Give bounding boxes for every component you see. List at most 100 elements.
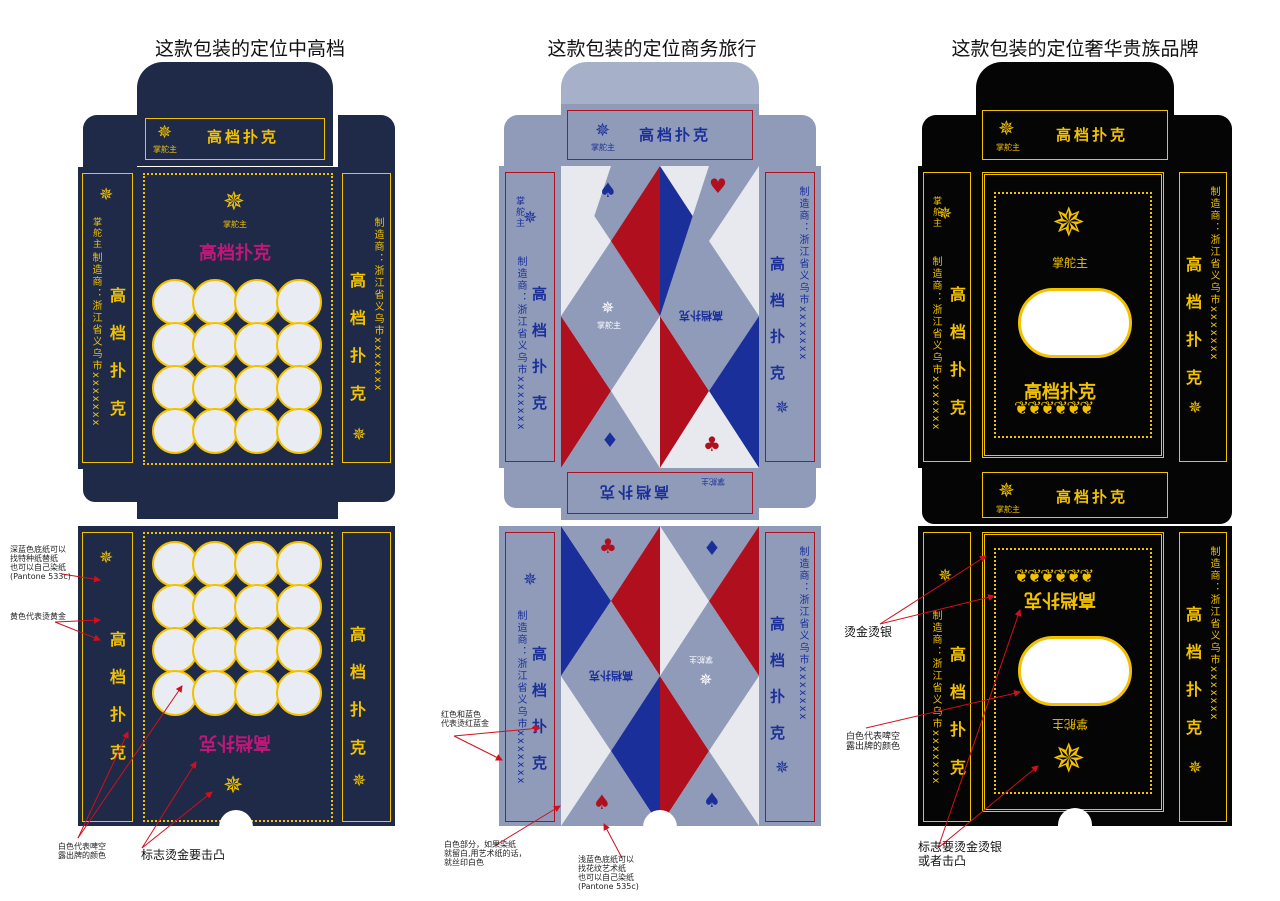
side-flap [338, 115, 395, 167]
window-cutout [1018, 288, 1132, 358]
note-gold-left: 黄色代表烫黄金 [10, 612, 66, 621]
product-name: 高档扑克 [199, 243, 271, 264]
product-name-vertical: 高 档 扑 克 [530, 646, 548, 778]
product-name-vertical: 高 档 扑 克 [107, 631, 126, 768]
product-name-vertical: 高 档 扑 克 [768, 256, 786, 388]
product-name-vertical: 高 档 扑 克 [768, 616, 786, 748]
note-foil-right: 烫金烫银 [844, 625, 893, 639]
side-flap [504, 115, 561, 167]
side-flap [1174, 115, 1232, 167]
side-flap [83, 115, 137, 167]
ship-wheel-icon: ✵ [352, 771, 367, 791]
ship-wheel-icon: ✵ [99, 185, 114, 205]
side-panel-left-back: ✵ 高 档 扑 克 制造商：浙江省义乌市xxxxxxx [918, 526, 976, 826]
front-panel: ♠ ♥ ✵ 掌舵主 高档扑克 ♦ ♣ [561, 166, 759, 468]
brand-name: 掌舵主 [597, 321, 621, 330]
product-name-vertical: 高 档 扑 克 [947, 646, 966, 783]
product-name-vertical: 高 档 扑 克 [347, 272, 366, 409]
tuck-flap-top [137, 62, 333, 112]
product-name-vertical: 高 档 扑 克 [947, 286, 966, 423]
spade-icon: ♠ [593, 790, 611, 814]
product-name-vertical: 高 档 扑 克 [1183, 256, 1202, 393]
ship-wheel-icon: ✵ [352, 425, 367, 445]
product-name: 高档扑克 [1056, 488, 1129, 506]
thumb-notch [1058, 808, 1092, 826]
harlequin-pattern [561, 526, 759, 826]
ship-wheel-icon: ✵ [1052, 200, 1086, 246]
side-flap [338, 469, 395, 502]
side-flap [83, 469, 137, 502]
diamond-icon: ♦ [601, 428, 619, 452]
note-redblue-mid: 红色和蓝色 代表烫红蓝金 [441, 710, 489, 728]
brand-name: 掌舵主 [996, 505, 1020, 514]
ship-wheel-icon: ✵ [998, 116, 1015, 140]
side-panel-right: 高 档 扑 克 制造商：浙江省义乌市xxxxxxx ✵ [338, 167, 395, 469]
note-white-right: 白色代表啤空 露出牌的颜色 [846, 732, 901, 752]
heart-icon: ♥ [709, 174, 727, 198]
side-panel-right-back: 高 档 扑 克 制造商：浙江省义乌市xxxxxxx ✵ [759, 526, 821, 826]
brand-name: 掌舵主 [1052, 256, 1089, 270]
maker-text: 制造商：浙江省义乌市xxxxxxx [372, 217, 383, 393]
spade-icon: ♠ [703, 788, 721, 812]
ship-wheel-icon: ✵ [223, 187, 245, 217]
side-panel-left: ✵ 掌舵主 高 档 扑 克 制造商：浙江省义乌市xxxxxxx [918, 166, 976, 468]
brand-name: 掌舵主 [153, 145, 177, 154]
front-panel: ✵ 掌舵主 高档扑克 ❦❦❦❦❦❦ [976, 166, 1174, 468]
side-panel-left: ✵ 掌舵主 高 档 扑 克 制造商：浙江省义乌市xxxxxxx [78, 167, 137, 469]
ship-wheel-icon: ✵ [938, 566, 953, 586]
tuck-flap-top [976, 62, 1174, 112]
club-icon: ♣ [599, 534, 617, 558]
maker-text: 制造商：浙江省义乌市xxxxxxx [930, 610, 941, 786]
maker-text: 制造商：浙江省义乌市xxxxxxx [930, 256, 941, 432]
ship-wheel-icon: ✵ [938, 204, 953, 224]
brand-name: 掌舵主 [931, 196, 941, 229]
brand-name: 掌舵主 [591, 143, 615, 152]
side-flap [922, 115, 976, 167]
side-panel-right-back: 高 档 扑 克 制造商：浙江省义乌市xxxxxxx ✵ [1174, 526, 1232, 826]
tuck-flap-top [561, 62, 759, 112]
ship-wheel-icon: ✵ [998, 478, 1015, 502]
top-panel: ✵ 掌舵主 高档扑克 [137, 112, 333, 166]
maker-text: 制造商：浙江省义乌市xxxxxxx [797, 186, 808, 362]
laurel-icon: ❦❦❦❦❦❦ [1014, 566, 1094, 587]
ship-wheel-icon: ✵ [595, 120, 611, 141]
back-panel: ❦❦❦❦❦❦ 高档扑克 掌舵主 ✵ [976, 526, 1174, 826]
side-flap [922, 468, 976, 524]
product-name: 高档扑克 [639, 126, 712, 144]
thumb-notch [643, 810, 677, 828]
note-paper-mid: 浅蓝色底纸可以 找花纹艺术纸 也可以自己染纸 (Pantone 535c) [578, 855, 639, 891]
side-panel-right: 高 档 扑 克 制造商：浙江省义乌市xxxxxxx ✵ [1174, 166, 1232, 468]
ship-wheel-icon: ✵ [1052, 736, 1086, 782]
diamond-icon: ♦ [703, 536, 721, 560]
window-cutout [1018, 636, 1132, 706]
ship-wheel-icon: ✵ [99, 548, 114, 568]
title-right: 这款包装的定位奢华贵族品牌 [951, 38, 1199, 60]
bottom-strip: 高档扑克 掌舵主 [561, 468, 759, 520]
ship-wheel-icon: ✵ [775, 758, 790, 778]
side-flap [504, 468, 561, 508]
side-flap [759, 468, 816, 508]
ship-wheel-icon: ✵ [523, 570, 538, 590]
note-logo-right: 标志要烫金烫银 或者击凸 [918, 840, 1003, 868]
bottom-strip [137, 469, 338, 519]
product-name-vertical: 高 档 扑 克 [530, 286, 548, 418]
product-name: 高档扑克 [207, 128, 280, 146]
card-pattern [152, 541, 322, 716]
title-left: 这款包装的定位中高档 [154, 38, 345, 60]
top-panel: ✵ 掌舵主 高档扑克 [976, 104, 1174, 166]
product-name: 高档扑克 [1024, 382, 1096, 403]
note-white-left: 白色代表啤空 露出牌的颜色 [58, 842, 106, 860]
product-name-vertical: 高 档 扑 克 [107, 287, 126, 424]
back-panel: ♣ ♦ 高档扑克 掌舵主 ✵ ♠ ♠ [561, 526, 759, 828]
note-paper-left: 深蓝色底纸可以 找特种纸替纸 也可以自己染纸 (Pantone 533c) [10, 545, 71, 581]
product-name-vertical: 高 档 扑 克 [1183, 606, 1202, 743]
side-panel-right: 高 档 扑 克 制造商：浙江省义乌市xxxxxxx ✵ [759, 166, 821, 468]
side-flap [759, 115, 816, 167]
ship-wheel-icon: ✵ [775, 398, 790, 418]
product-name: 高档扑克 [1056, 126, 1129, 144]
note-white-mid: 白色部分，如果染纸 就留白,用艺术纸的话， 就丝印白色 [444, 840, 527, 867]
note-logo-left: 标志烫金要击凸 [141, 848, 226, 862]
spade-icon: ♠ [599, 178, 617, 202]
side-panel-right-back: 高 档 扑 克 ✵ [338, 526, 395, 826]
